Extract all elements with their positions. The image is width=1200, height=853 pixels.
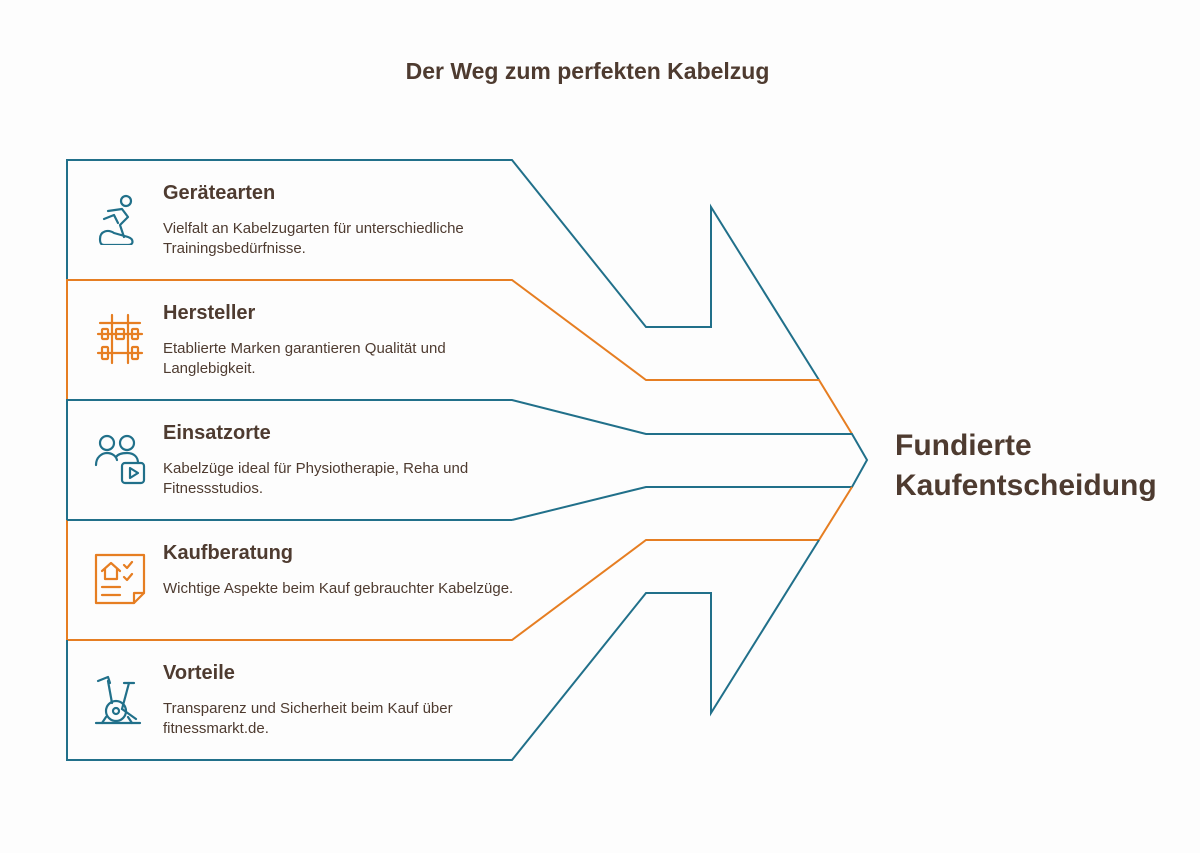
list-item-vorteile: Vorteile Transparenz und Sicherheit beim… bbox=[163, 662, 523, 739]
page-title: Der Weg zum perfekten Kabelzug bbox=[405, 58, 770, 84]
item-title: Einsatzorte bbox=[163, 422, 271, 444]
stripe-2-outline bbox=[66, 279, 853, 435]
item-title: Vorteile bbox=[163, 662, 235, 684]
item-description: Transparenz und Sicherheit beim Kauf übe… bbox=[163, 700, 453, 737]
stripe-1-outline bbox=[66, 159, 820, 381]
item-title: Gerätearten bbox=[163, 182, 276, 204]
stripe-5-outline bbox=[66, 539, 820, 761]
item-description: Etablierte Marken garantieren Qualität u… bbox=[163, 340, 446, 377]
stripe-3-outline bbox=[66, 399, 869, 521]
list-item-kaufberatung: Kaufberatung Wichtige Aspekte beim Kauf … bbox=[163, 542, 523, 599]
stripe-4-outline bbox=[66, 486, 853, 641]
item-description: Wichtige Aspekte beim Kauf gebrauchter K… bbox=[163, 580, 514, 597]
item-title: Hersteller bbox=[163, 302, 256, 324]
list-item-geraetearten: Gerätearten Vielfalt an Kabelzugarten fü… bbox=[163, 182, 523, 259]
outcome-label: Fundierte Kaufentscheidung bbox=[895, 426, 1195, 506]
item-description: Kabelzüge ideal für Physiotherapie, Reha… bbox=[163, 460, 469, 497]
item-description: Vielfalt an Kabelzugarten für unterschie… bbox=[163, 220, 464, 257]
exercise-person-icon bbox=[98, 194, 134, 245]
weight-rack-icon bbox=[96, 313, 144, 365]
outcome-line-1: Fundierte bbox=[895, 429, 1032, 462]
checklist-house-icon bbox=[94, 553, 146, 605]
people-video-icon bbox=[94, 434, 146, 485]
list-item-hersteller: Hersteller Etablierte Marken garantieren… bbox=[163, 302, 523, 379]
outcome-line-2: Kaufentscheidung bbox=[895, 469, 1157, 502]
list-item-einsatzorte: Einsatzorte Kabelzüge ideal für Physioth… bbox=[163, 422, 523, 499]
exercise-bike-icon bbox=[94, 675, 142, 725]
item-title: Kaufberatung bbox=[163, 542, 293, 564]
